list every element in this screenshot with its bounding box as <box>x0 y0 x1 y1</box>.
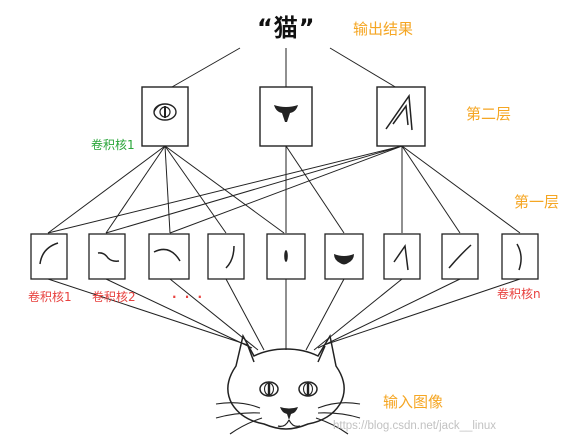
layer1-kernel-n-label: 卷积核n <box>497 287 541 301</box>
connector-line <box>225 278 265 351</box>
layer2-label: 第二层 <box>466 105 512 123</box>
connector-line <box>285 145 345 234</box>
connector-line <box>105 278 253 349</box>
connector-line <box>105 145 403 234</box>
connector-line <box>169 145 403 234</box>
layer1-kernel-2 <box>88 233 126 280</box>
ear-icon <box>385 93 413 131</box>
connector-line <box>164 145 171 234</box>
paren-curve-icon <box>516 243 522 271</box>
layer1-kernel-2-label: 卷积核2 <box>92 290 136 304</box>
connector-line <box>105 145 166 234</box>
layer1-kernel-4 <box>207 233 245 280</box>
connector-line <box>164 145 227 234</box>
layer2-kernel-ear <box>376 86 426 147</box>
layer1-kernel-1 <box>30 233 68 280</box>
curve-right-icon <box>225 245 235 269</box>
output-label: 输出结果 <box>353 20 414 38</box>
cat-left-inner-ear <box>247 345 255 363</box>
connector-line <box>47 278 249 346</box>
connector-line <box>323 278 521 346</box>
diagonal-line-icon <box>448 244 472 269</box>
eye-icon <box>153 103 177 121</box>
layer1-kernel-6 <box>324 233 364 280</box>
layer1-kernel-1-label: 卷积核1 <box>28 290 72 304</box>
arc-top-icon <box>153 248 181 262</box>
layer1-kernel-ellipsis: · · · <box>172 290 205 304</box>
cat-nose <box>280 407 298 420</box>
arc-left-icon <box>39 242 59 265</box>
cat-face-illustration <box>215 333 361 435</box>
cat-left-eye <box>259 381 279 397</box>
layer2-kernel-nose <box>259 86 313 147</box>
layer2-kernel-eye <box>141 86 189 147</box>
connector-line <box>305 278 345 351</box>
layer1-kernel-n <box>501 233 539 280</box>
cat-whiskers <box>215 402 361 435</box>
connector-line <box>317 278 461 349</box>
connector-line <box>329 47 403 92</box>
connector-line <box>47 145 166 234</box>
connector-line <box>169 278 259 351</box>
layer1-kernel-7 <box>383 233 421 280</box>
nose-icon <box>274 105 298 122</box>
vertical-dot-icon <box>284 250 288 262</box>
cat-mouth <box>277 419 301 427</box>
connector-line <box>47 145 403 234</box>
layer1-label: 第一层 <box>514 193 560 211</box>
connector-line <box>401 145 461 234</box>
layer1-kernel-8 <box>441 233 479 280</box>
connector-line <box>164 47 241 92</box>
layer1-kernel-5 <box>266 233 306 280</box>
layer2-kernel-1-label: 卷积核1 <box>91 138 135 152</box>
connector-line <box>401 145 521 234</box>
tilde-icon <box>97 252 120 262</box>
cat-right-eye <box>298 381 318 397</box>
output-title: “猫” <box>257 14 316 42</box>
watermark: https://blog.csdn.net/jack__linux <box>333 420 497 432</box>
layer1-kernel-3 <box>148 233 190 280</box>
input-label: 输入图像 <box>383 393 444 411</box>
cat-right-inner-ear <box>317 345 326 363</box>
nose-shape-icon <box>334 254 354 265</box>
cat-head-outline <box>227 333 345 430</box>
ear-edge-icon <box>393 243 409 271</box>
